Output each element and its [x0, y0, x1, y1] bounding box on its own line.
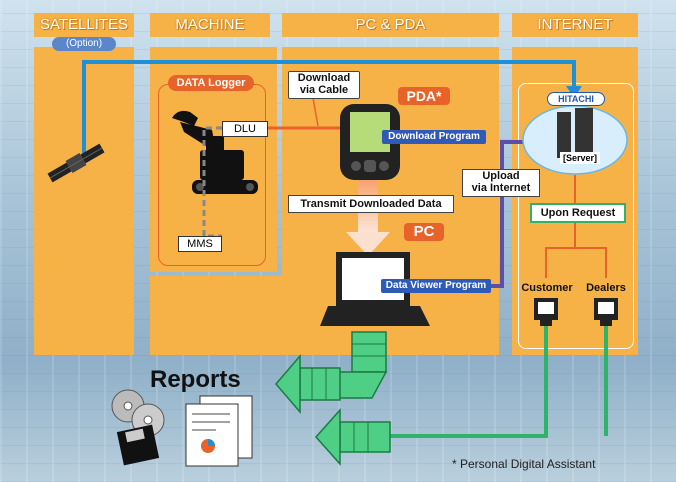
transmit-label: Transmit Downloaded Data — [288, 195, 454, 213]
floppy-disk-icon — [116, 424, 160, 466]
header-machine: MACHINE — [150, 13, 270, 37]
pc-report-pipe — [275, 331, 388, 415]
upload-line1: Upload — [482, 170, 520, 182]
download-program-label: Download Program — [382, 130, 486, 144]
footnote: * Personal Digital Assistant — [452, 457, 596, 471]
satellite-link-line — [82, 60, 576, 160]
dealers-label: Dealers — [586, 282, 626, 294]
customer-report-pipe — [314, 408, 391, 466]
dealer-computer-icon — [594, 298, 618, 326]
mms-box: MMS — [178, 236, 222, 252]
upload-label: Upload via Internet — [462, 169, 540, 197]
option-badge: (Option) — [52, 37, 116, 51]
upload-line — [420, 140, 538, 288]
data-viewer-label: Data Viewer Program — [381, 279, 491, 293]
cd-disc-icon — [111, 389, 165, 437]
download-cable-line1: Download — [297, 72, 351, 84]
transmit-arrow-head — [346, 232, 390, 256]
report-papers-icon — [185, 395, 253, 467]
pc-label: PC — [404, 223, 444, 241]
pda-label: PDA* — [398, 87, 450, 105]
request-split-line — [545, 247, 607, 278]
customer-computer-icon — [534, 298, 558, 326]
download-cable-label: Download via Cable — [288, 71, 360, 99]
customer-label: Customer — [521, 282, 573, 294]
cable-callout-line — [312, 97, 319, 127]
server-label: [Server] — [560, 152, 600, 164]
server-icon — [557, 108, 593, 158]
data-logger-label: DATA Logger — [168, 75, 254, 91]
upon-request-label: Upon Request — [530, 203, 626, 223]
header-pc-pda: PC & PDA — [282, 13, 499, 37]
satellite-icon — [47, 143, 105, 183]
download-cable-line2: via Cable — [299, 84, 349, 96]
customer-report-line — [388, 326, 548, 438]
reports-title: Reports — [150, 366, 241, 393]
dlu-box: DLU — [222, 121, 268, 137]
machine-panel-lower — [150, 276, 290, 355]
header-satellites: SATELLITES — [34, 13, 134, 37]
upload-line2: via Internet — [471, 182, 531, 194]
header-internet: INTERNET — [512, 13, 638, 37]
hitachi-logo: HITACHI — [547, 92, 605, 106]
